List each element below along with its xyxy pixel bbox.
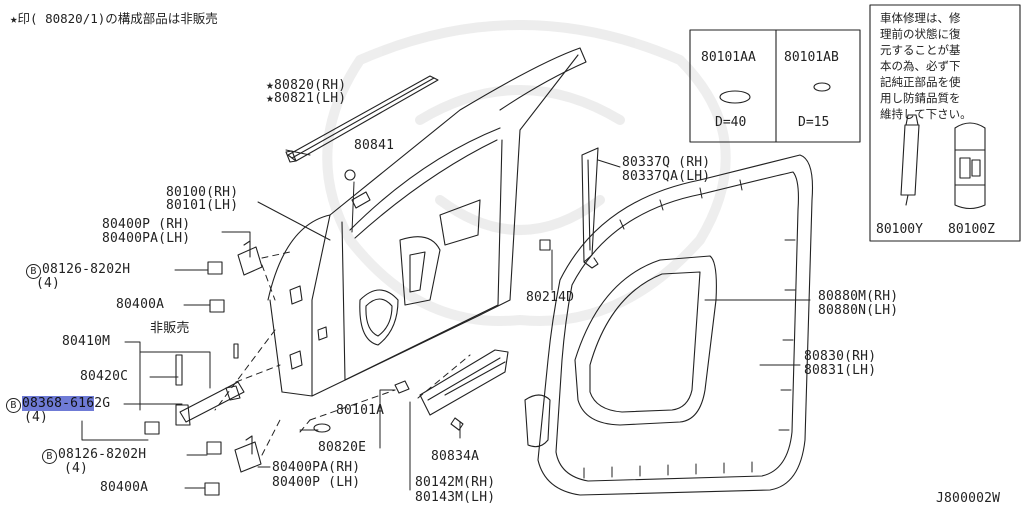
door-seal [524,255,717,448]
label-80820: ★80820(RH) [266,78,347,93]
label-80400pa: 80400PA(LH) [102,231,191,246]
bolt-top-code: 08126-8202H [42,262,131,277]
weatherstrip [537,154,814,496]
label-80400a-bottom: 80400A [100,480,149,495]
label-80834a: 80834A [431,449,480,464]
screw-code-suffix: 2G [94,396,111,411]
repair-right-code: 80100Z [948,222,995,237]
label-not-sold: 非販売 [150,321,190,336]
label-80821: ★80821(LH) [266,91,347,106]
b-mark-icon: B [26,264,41,279]
plug [313,169,356,433]
door-panel [267,47,587,397]
label-80142m: 80142M(RH) [415,475,496,490]
label-80880n: 80880N(LH) [818,303,899,318]
label-bolt-bottom-qty: (4) [64,461,89,476]
label-80841: 80841 [354,138,395,153]
b-mark-icon: B [42,449,57,464]
label-80410m: 80410M [62,334,111,349]
label-80337q: 80337Q (RH) [622,155,711,170]
label-80101a: 80101A [336,403,385,418]
label-80420c: 80420C [80,369,129,384]
header-note: ★印( 80820/1)の構成部品は非販売 [10,11,218,26]
plug-left-size: D=40 [715,115,747,130]
label-80830: 80830(RH) [804,349,877,364]
label-80880m: 80880M(RH) [818,289,899,304]
repair-left-code: 80100Y [876,222,923,237]
repair-note: 車体修理は、修 理前の状態に復 元することが基 本の為、必ず下 記純正部品を使 … [880,11,972,121]
label-80831: 80831(LH) [804,363,877,378]
leader-lines [81,149,811,491]
dashed-guides [214,251,471,456]
label-80143m: 80143M(LH) [415,490,496,505]
label-80400a-top: 80400A [116,297,165,312]
plug-right-code: 80101AB [784,50,839,65]
hinges [144,239,551,496]
label-80101: 80101(LH) [166,198,239,213]
repair-box-frame [869,4,1021,242]
label-bolt-top-qty: (4) [36,276,61,291]
plug-left-code: 80101AA [701,50,756,65]
label-80100: 80100(RH) [166,185,239,200]
watermark [322,20,731,326]
label-80214d: 80214D [526,290,575,305]
label-screw-qty: (4) [24,410,49,425]
diagram-code: J800002W [936,491,1001,506]
label-80337qa: 80337QA(LH) [622,169,711,184]
bolt-bottom-code: 08126-8202H [58,447,147,462]
b-mark-icon: B [6,398,21,413]
label-80400p-lh: 80400P (LH) [272,475,361,490]
label-80820e: 80820E [318,440,367,455]
regulator [394,349,509,431]
label-80400pa-rh: 80400PA(RH) [272,460,361,475]
plug-box-frame [689,29,861,143]
screw-code-highlight: 08368-616 [22,396,95,411]
plug-right-size: D=15 [798,115,830,130]
label-80400p: 80400P (RH) [102,217,191,232]
